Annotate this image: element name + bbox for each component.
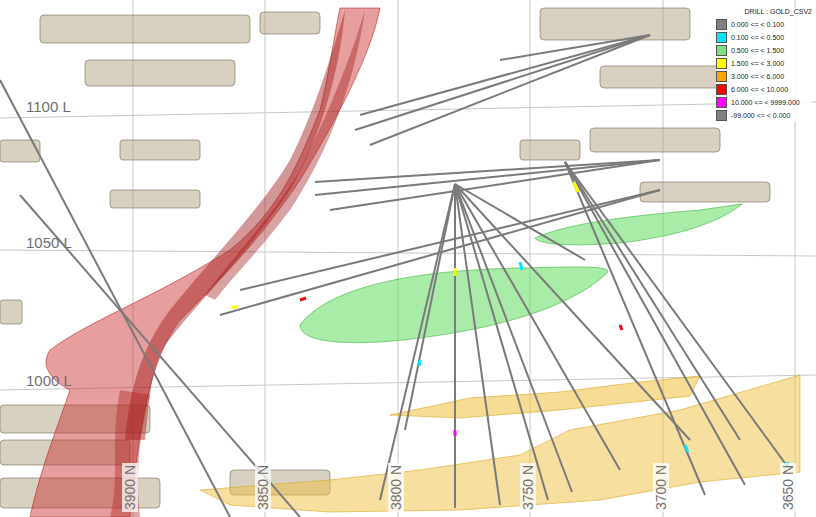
legend-row: 0.100 <= < 0.500 <box>716 31 812 44</box>
drill-holes <box>0 35 790 517</box>
legend-text: 0.100 <= < 0.500 <box>731 34 784 41</box>
legend-row: 1.500 <= < 3.000 <box>716 57 812 70</box>
northing-label: 3900 N <box>122 463 138 512</box>
legend-text: 0.500 <= < 1.500 <box>731 47 784 54</box>
legend-swatch <box>716 110 727 121</box>
level-label: 1100 L <box>26 98 71 115</box>
legend: DRILL : GOLD_CSV2 0.000 <= < 0.100 0.100 <… <box>716 8 812 122</box>
ore-zone-red <box>30 8 380 517</box>
northing-label: 3800 N <box>388 463 404 512</box>
legend-swatch <box>716 71 727 82</box>
legend-text: -99.000 <= < 0.000 <box>731 112 790 119</box>
legend-row: -99.000 <= < 0.000 <box>716 109 812 122</box>
legend-text: 3.000 <= < 6.000 <box>731 73 784 80</box>
legend-swatch <box>716 58 727 69</box>
legend-row: 0.500 <= < 1.500 <box>716 44 812 57</box>
legend-row: 10.000 <= < 9999.000 <box>716 96 812 109</box>
legend-text: 6.000 <= < 10.000 <box>731 86 788 93</box>
legend-swatch <box>716 84 727 95</box>
legend-text: 0.000 <= < 0.100 <box>731 21 784 28</box>
northing-label: 3650 N <box>780 463 796 512</box>
legend-title: DRILL : GOLD_CSV2 <box>716 8 812 15</box>
legend-row: 0.000 <= < 0.100 <box>716 18 812 31</box>
legend-text: 1.500 <= < 3.000 <box>731 60 784 67</box>
assay-intervals <box>232 182 789 468</box>
legend-row: 6.000 <= < 10.000 <box>716 83 812 96</box>
legend-swatch <box>716 19 727 30</box>
northing-label: 3850 N <box>255 463 271 512</box>
northing-label: 3750 N <box>520 463 536 512</box>
northing-label: 3700 N <box>653 463 669 512</box>
legend-swatch <box>716 32 727 43</box>
level-label: 1000 L <box>26 372 72 389</box>
level-label: 1050 L <box>26 234 72 251</box>
legend-row: 3.000 <= < 6.000 <box>716 70 812 83</box>
ore-zone-yellow <box>200 375 800 512</box>
legend-text: 10.000 <= < 9999.000 <box>731 99 800 106</box>
legend-swatch <box>716 97 727 108</box>
legend-swatch <box>716 45 727 56</box>
